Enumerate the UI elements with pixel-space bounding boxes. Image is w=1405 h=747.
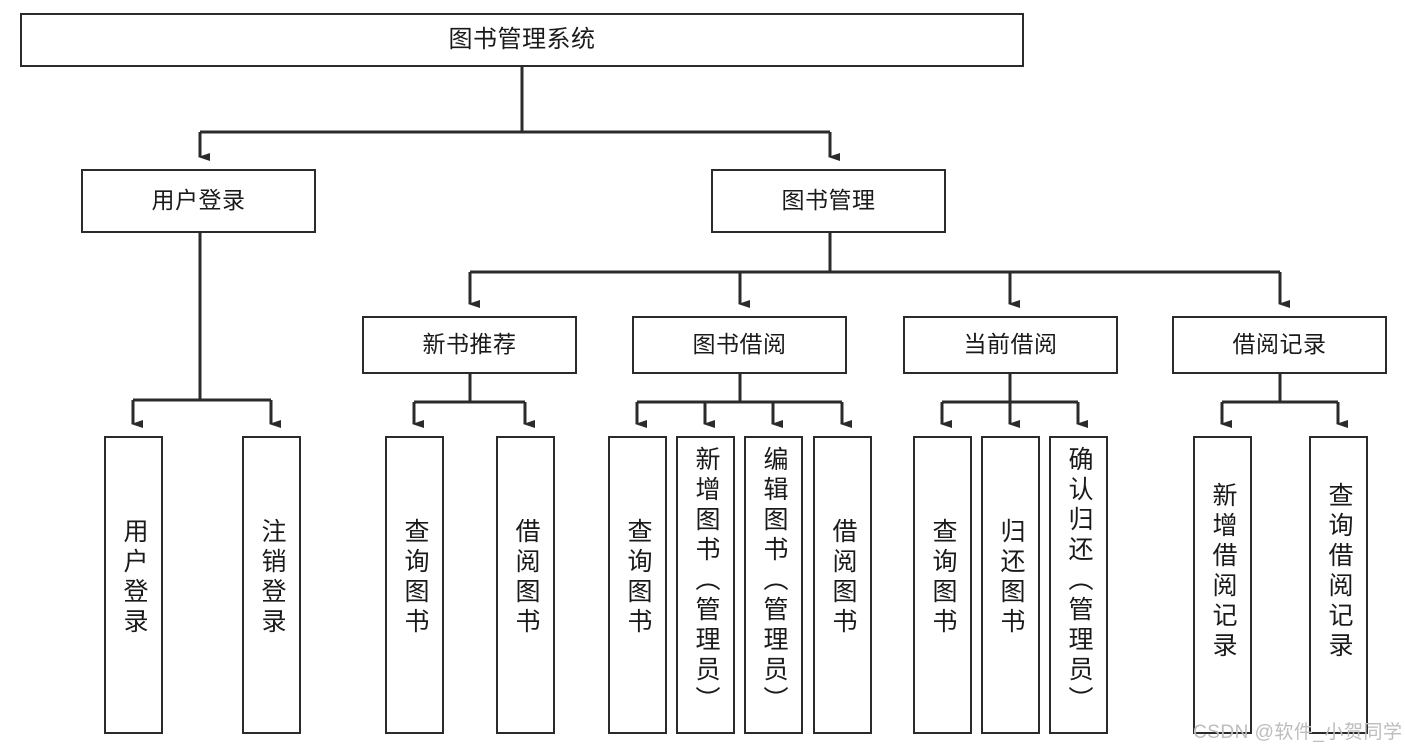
node-label: 查询图书	[624, 518, 652, 638]
leaf-user-logout[interactable]: 注销登录	[242, 436, 301, 734]
leaf-confirm-return-admin[interactable]: 确认归还（管理员）	[1049, 436, 1108, 734]
node-book-borrow[interactable]: 图书借阅	[632, 316, 847, 374]
leaf-query-book-borrow[interactable]: 查询图书	[608, 436, 667, 734]
leaf-user-login[interactable]: 用户登录	[104, 436, 163, 734]
node-borrow-record[interactable]: 借阅记录	[1172, 316, 1387, 374]
node-book-manage[interactable]: 图书管理	[711, 169, 946, 233]
leaf-add-borrow-record[interactable]: 新增借阅记录	[1193, 436, 1252, 734]
node-label: 查询图书	[401, 518, 429, 638]
node-label: 图书借阅	[692, 331, 787, 358]
node-label: 借阅图书	[829, 518, 857, 638]
node-user-login[interactable]: 用户登录	[81, 169, 316, 233]
node-label: 新增借阅记录	[1209, 482, 1237, 662]
node-label: 图书管理	[781, 187, 876, 214]
node-label: 当前借阅	[963, 331, 1058, 358]
node-label: 编辑图书（管理员）	[760, 446, 788, 716]
node-current-borrow[interactable]: 当前借阅	[903, 316, 1118, 374]
watermark-text: CSDN @软件_小贺同学	[1193, 722, 1403, 743]
node-label: 图书管理系统	[448, 25, 596, 53]
leaf-add-book-admin[interactable]: 新增图书（管理员）	[676, 436, 735, 734]
node-label: 用户登录	[151, 187, 246, 214]
node-label: 用户登录	[120, 518, 148, 638]
node-label: 确认归还（管理员）	[1065, 446, 1093, 716]
leaf-borrow-book[interactable]: 借阅图书	[813, 436, 872, 734]
leaf-query-book-recommend[interactable]: 查询图书	[385, 436, 444, 734]
leaf-edit-book-admin[interactable]: 编辑图书（管理员）	[744, 436, 803, 734]
leaf-query-book-current[interactable]: 查询图书	[913, 436, 972, 734]
node-label: 新增图书（管理员）	[692, 446, 720, 716]
node-new-book-recommend[interactable]: 新书推荐	[362, 316, 577, 374]
node-label: 查询借阅记录	[1325, 482, 1353, 662]
node-label: 查询图书	[929, 518, 957, 638]
node-label: 借阅记录	[1232, 331, 1327, 358]
node-label: 注销登录	[258, 518, 286, 638]
node-root-system[interactable]: 图书管理系统	[20, 13, 1024, 67]
node-label: 新书推荐	[422, 331, 517, 358]
leaf-return-book[interactable]: 归还图书	[981, 436, 1040, 734]
leaf-query-borrow-record[interactable]: 查询借阅记录	[1309, 436, 1368, 734]
node-label: 归还图书	[997, 518, 1025, 638]
leaf-borrow-book-recommend[interactable]: 借阅图书	[496, 436, 555, 734]
node-label: 借阅图书	[512, 518, 540, 638]
